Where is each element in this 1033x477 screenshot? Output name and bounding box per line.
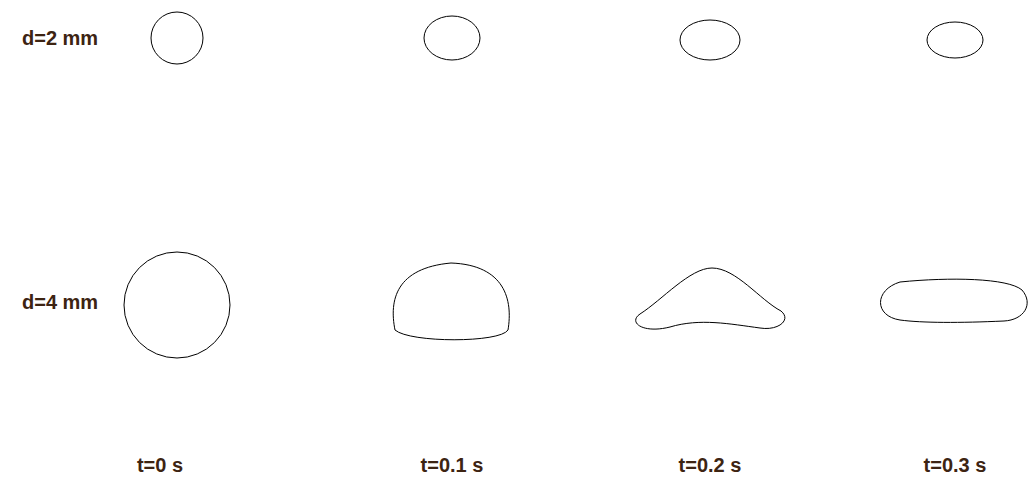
time-label: t=0.3 s [924,455,987,475]
size-label: d=4 mm [22,292,98,312]
droplet-outline [680,20,740,60]
droplet-outline [393,263,509,340]
droplet-outline [636,268,785,329]
size-label: d=2 mm [22,28,98,48]
droplet-outline [881,279,1028,322]
droplet-outline [124,252,230,358]
droplet-outline [151,12,203,64]
time-label: t=0.1 s [421,455,484,475]
time-label: t=0 s [137,455,183,475]
droplet-outline [424,16,480,60]
time-label: t=0.2 s [679,455,742,475]
droplet-outline [927,22,983,58]
